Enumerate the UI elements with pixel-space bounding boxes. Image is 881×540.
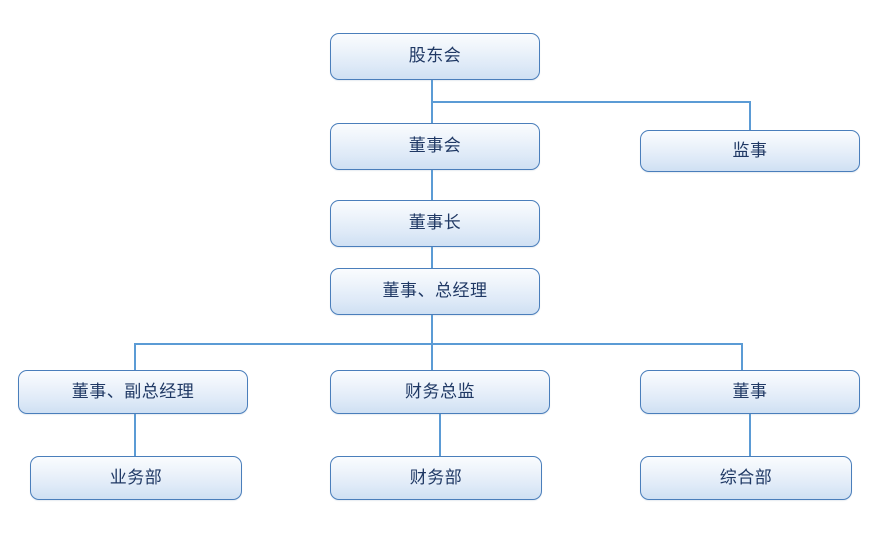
connector-bus-to-deputy-general-manager [134, 343, 136, 372]
node-business-dept[interactable]: 业务部 [30, 456, 242, 500]
node-finance-director-label: 财务总监 [405, 381, 475, 402]
node-board[interactable]: 董事会 [330, 123, 540, 170]
node-director[interactable]: 董事 [640, 370, 860, 414]
node-finance-dept-label: 财务部 [409, 467, 463, 488]
node-deputy-general-manager-label: 董事、副总经理 [71, 381, 195, 402]
node-deputy-general-manager[interactable]: 董事、副总经理 [18, 370, 248, 414]
node-finance-dept[interactable]: 财务部 [330, 456, 542, 500]
node-supervisor[interactable]: 监事 [640, 130, 860, 172]
node-shareholders-label: 股东会 [408, 46, 462, 67]
connector-shareholders-to-supervisor-horizontal [431, 101, 751, 103]
node-general-affairs-dept-label: 综合部 [719, 467, 773, 488]
node-general-affairs-dept[interactable]: 综合部 [640, 456, 852, 500]
node-chairman-label: 董事长 [408, 213, 462, 234]
node-board-label: 董事会 [408, 136, 462, 157]
node-business-dept-label: 业务部 [109, 467, 163, 488]
connector-bus-to-director [741, 343, 743, 372]
connector-general-manager-bus [134, 343, 743, 345]
connector-finance-director-to-finance-dept [439, 414, 441, 457]
connector-board-to-chairman [431, 170, 433, 201]
node-finance-director[interactable]: 财务总监 [330, 370, 550, 414]
node-director-label: 董事 [732, 381, 768, 402]
connector-chairman-to-general-manager [431, 247, 433, 269]
node-general-manager-label: 董事、总经理 [382, 281, 488, 302]
connector-shareholders-to-supervisor-drop [749, 101, 751, 131]
node-chairman[interactable]: 董事长 [330, 200, 540, 247]
node-shareholders[interactable]: 股东会 [330, 33, 540, 80]
connector-director-to-general-affairs-dept [749, 414, 751, 457]
connector-deputy-general-manager-to-business-dept [134, 414, 136, 457]
node-supervisor-label: 监事 [732, 140, 768, 161]
node-general-manager[interactable]: 董事、总经理 [330, 268, 540, 315]
